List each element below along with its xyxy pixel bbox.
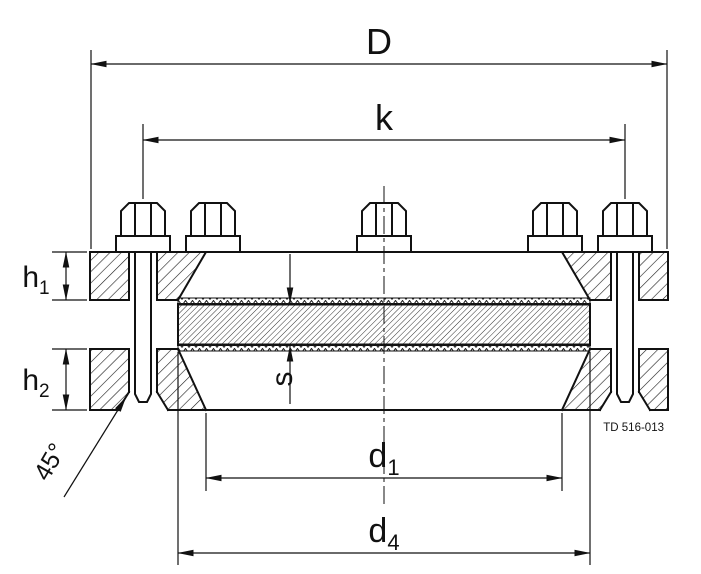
label-h1: h1 bbox=[22, 261, 49, 299]
hex-nut-facets bbox=[616, 203, 634, 236]
dim-angle bbox=[63, 396, 127, 498]
bolt-nut-assembly-4 bbox=[527, 202, 583, 253]
bolt-shaft-right bbox=[616, 239, 634, 403]
label-h2: h2 bbox=[22, 364, 49, 402]
dim-h1 bbox=[52, 251, 87, 301]
label-d4: d4 bbox=[368, 512, 399, 555]
hex-nut-facets bbox=[204, 203, 222, 236]
label-angle-45: 45° bbox=[28, 439, 71, 486]
label-s: s bbox=[266, 372, 299, 387]
hex-nut-facets bbox=[375, 203, 393, 236]
hex-nut-facets bbox=[134, 203, 152, 236]
washer bbox=[527, 235, 583, 253]
hex-nut bbox=[120, 202, 166, 237]
angle-leader-line bbox=[63, 396, 127, 498]
dim-d4 bbox=[177, 352, 591, 565]
bolt-nut-assembly-5 bbox=[597, 202, 653, 253]
hex-nut bbox=[602, 202, 648, 237]
dim-d1 bbox=[205, 413, 563, 491]
dimensions bbox=[52, 50, 668, 565]
bolt-nut-assembly-1 bbox=[115, 202, 171, 253]
bolts bbox=[115, 202, 653, 403]
dim-D-extension-lines bbox=[90, 50, 668, 249]
hex-nut-facets bbox=[546, 203, 564, 236]
dim-h2 bbox=[52, 348, 87, 411]
label-k: k bbox=[375, 97, 394, 138]
washer bbox=[185, 235, 241, 253]
label-d1: d1 bbox=[368, 437, 399, 480]
dim-D bbox=[90, 50, 668, 249]
bolt-nut-assembly-2 bbox=[185, 202, 241, 253]
dim-h2-extension-lines bbox=[52, 348, 87, 411]
hex-nut bbox=[190, 202, 236, 237]
washer bbox=[597, 235, 653, 253]
bolt-shaft-left bbox=[134, 239, 152, 403]
dim-k-extension-lines bbox=[142, 124, 626, 199]
dim-h1-extension-lines bbox=[52, 251, 87, 301]
washer bbox=[115, 235, 171, 253]
dim-k bbox=[142, 124, 626, 199]
dimension-labels: D k h1 h2 s 45° d1 d4 TD 516-013 bbox=[22, 21, 664, 555]
hex-nut bbox=[532, 202, 578, 237]
drawing-number: TD 516-013 bbox=[603, 422, 664, 434]
dim-d4-extension-lines bbox=[177, 352, 591, 565]
label-D: D bbox=[366, 21, 392, 62]
